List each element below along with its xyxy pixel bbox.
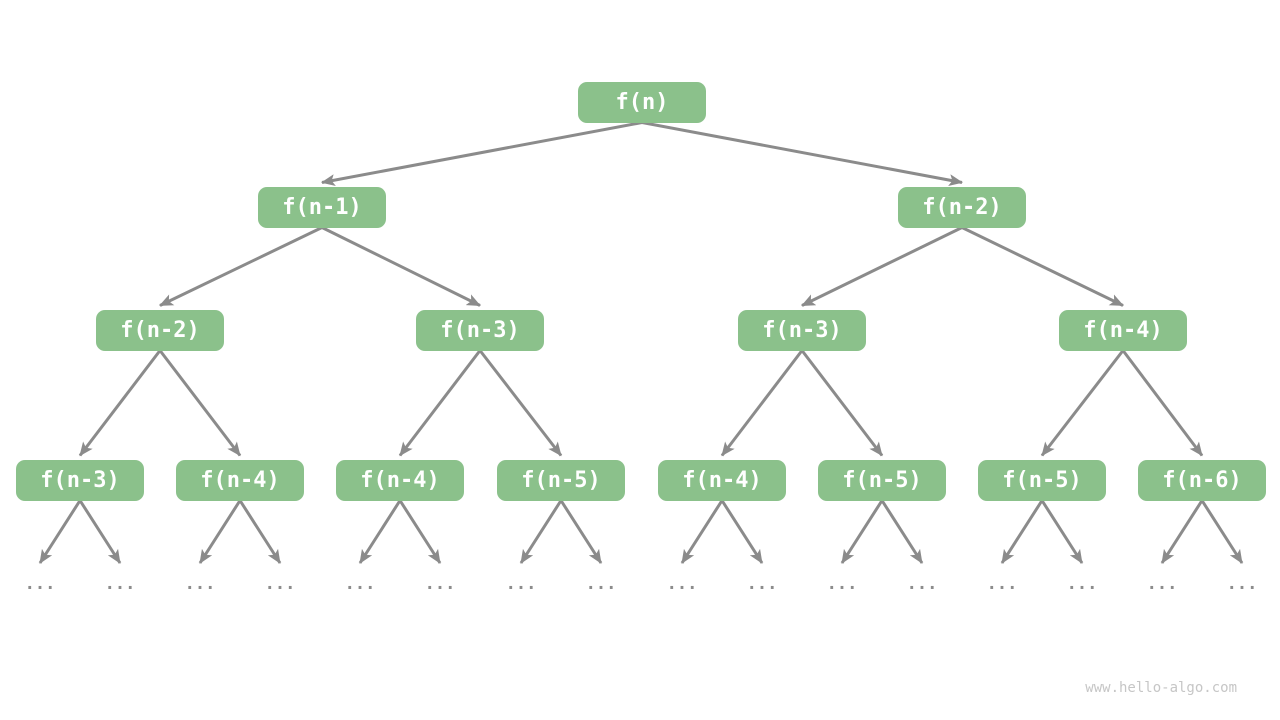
edge-arrow: [238, 499, 282, 564]
ellipsis-label: ...: [987, 574, 1018, 594]
edge-arrow: [198, 499, 242, 564]
ellipsis-label: ...: [25, 574, 56, 594]
edge-arrow: [961, 226, 1124, 307]
edge-arrow: [398, 499, 442, 564]
edge-group: [38, 121, 1244, 564]
edge-arrow: [800, 349, 884, 457]
ellipsis-label: ...: [105, 574, 136, 594]
edge-arrow: [559, 499, 603, 564]
edge-arrow: [1121, 349, 1204, 457]
edge-arrow: [720, 499, 764, 564]
edge-arrow: [78, 349, 162, 457]
ellipsis-label: ...: [345, 574, 376, 594]
edge-arrow: [1160, 499, 1204, 564]
edge-arrow: [1040, 499, 1084, 564]
edge-arrow: [519, 499, 563, 564]
watermark: www.hello-algo.com: [1085, 680, 1237, 696]
edge-arrow: [801, 226, 963, 307]
ellipsis-group: ........................................…: [25, 574, 1258, 594]
ellipsis-label: ...: [506, 574, 537, 594]
edge-arrow: [680, 499, 724, 564]
ellipsis-label: ...: [185, 574, 216, 594]
edge-arrow: [358, 499, 402, 564]
edge-arrow: [38, 499, 82, 564]
ellipsis-label: ...: [1147, 574, 1178, 594]
edge-arrow: [1040, 349, 1125, 457]
ellipsis-label: ...: [1067, 574, 1098, 594]
ellipsis-label: ...: [667, 574, 698, 594]
ellipsis-label: ...: [827, 574, 858, 594]
edge-arrow: [641, 121, 963, 187]
ellipsis-label: ...: [425, 574, 456, 594]
ellipsis-label: ...: [747, 574, 778, 594]
edge-arrow: [720, 349, 804, 457]
edge-arrow: [880, 499, 924, 564]
edge-arrow: [1200, 499, 1244, 564]
edge-arrow: [321, 121, 643, 187]
edge-arrow: [478, 349, 563, 457]
ellipsis-label: ...: [265, 574, 296, 594]
edge-arrow: [158, 349, 242, 457]
edge-arrow: [840, 499, 884, 564]
edge-arrow: [398, 349, 482, 457]
edge-arrow: [78, 499, 122, 564]
ellipsis-label: ...: [586, 574, 617, 594]
ellipsis-label: ...: [1227, 574, 1258, 594]
edge-arrow: [321, 226, 481, 307]
edge-arrow: [1000, 499, 1044, 564]
edge-arrow: [159, 226, 323, 307]
ellipsis-label: ...: [907, 574, 938, 594]
